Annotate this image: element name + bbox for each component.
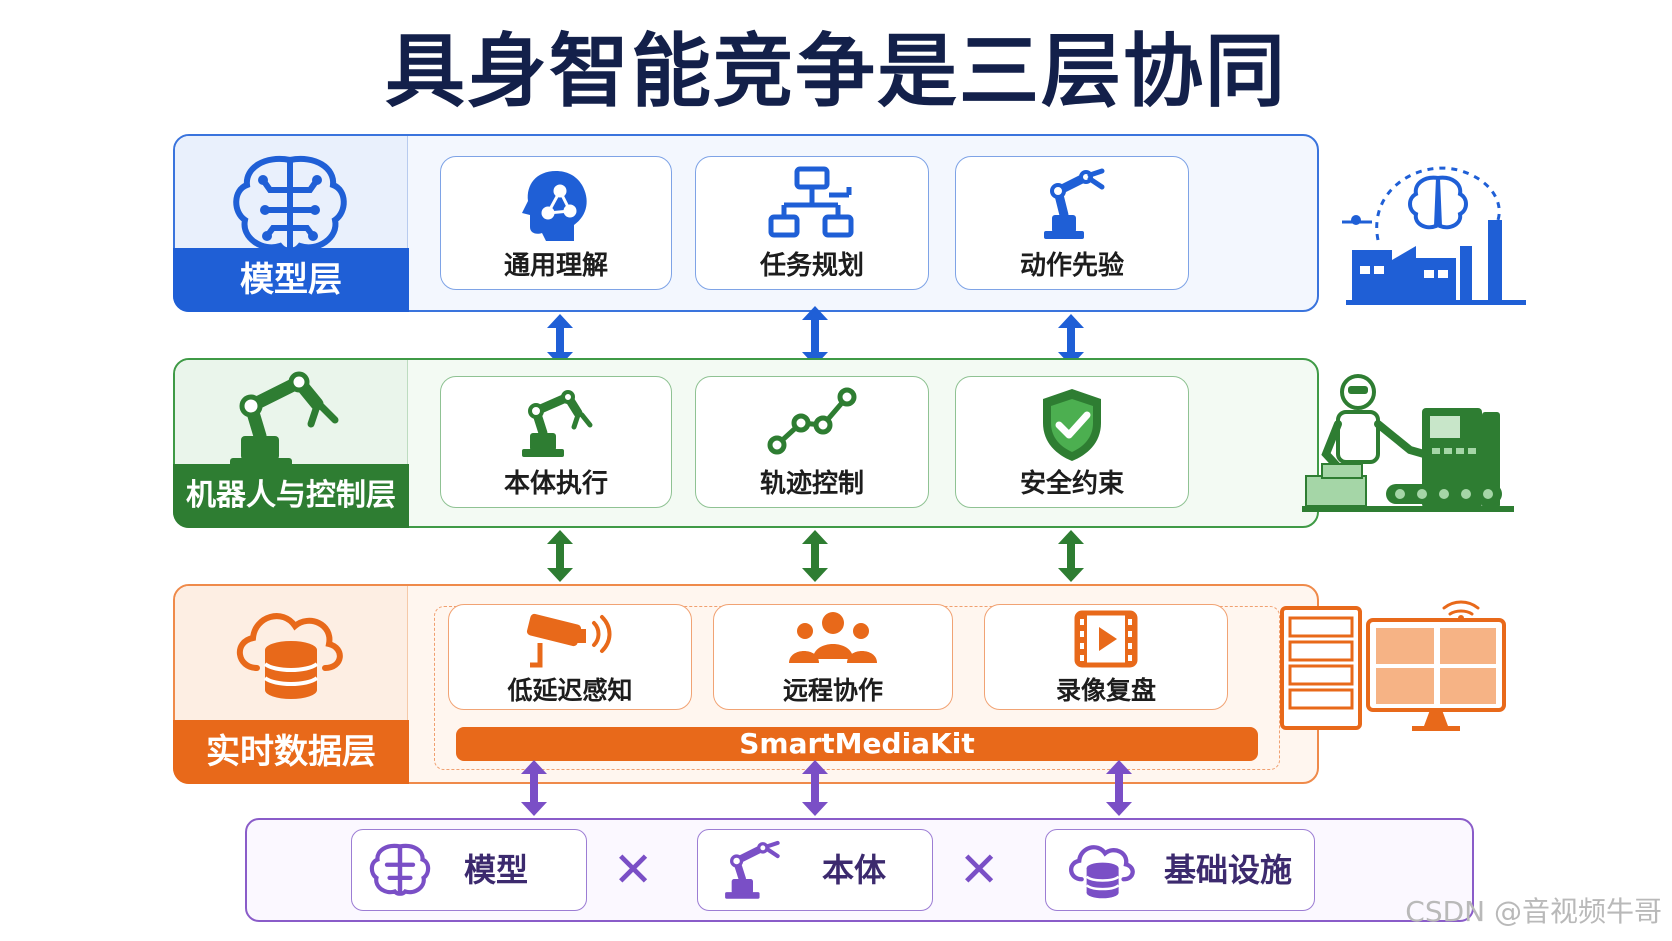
watermark: CSDN @音视频牛哥 [1405, 895, 1662, 928]
arrow-bidirectional [802, 760, 828, 816]
humanoid-machine-icon [1302, 374, 1514, 512]
card-label: 远程协作 [782, 676, 883, 705]
arrow-bidirectional [802, 530, 828, 582]
card-label: 低延迟感知 [507, 676, 633, 705]
card-recording-review: 录像复盘 [984, 604, 1228, 710]
card-action-prior: 动作先验 [955, 156, 1189, 290]
arrow-bidirectional [1058, 314, 1084, 366]
card-general-understanding: 通用理解 [440, 156, 672, 290]
card-label: 任务规划 [759, 251, 864, 281]
arrow-bidirectional [547, 314, 573, 366]
robot-arm-icon [1044, 168, 1105, 239]
synergy-label: 模型 [464, 851, 529, 889]
cloud-database-icon [1069, 845, 1135, 899]
card-label: 轨迹控制 [759, 469, 864, 499]
cloud-database-icon [236, 613, 343, 699]
shield-check-icon [1043, 389, 1101, 461]
layer-tag-robot: 机器人与控制层 [173, 464, 409, 528]
card-label: 录像复盘 [1055, 676, 1156, 705]
server-monitor-icon [1280, 600, 1506, 731]
card-safety-constraint: 安全约束 [955, 376, 1189, 508]
card-low-latency-perception: 低延迟感知 [448, 604, 692, 710]
trajectory-icon [767, 387, 857, 455]
smartmediakit-bar: SmartMediaKit [456, 727, 1258, 761]
card-label: 本体执行 [503, 469, 608, 499]
arrow-bidirectional [1058, 530, 1084, 582]
factory-ai-icon [1342, 166, 1526, 305]
card-label: 安全约束 [1019, 469, 1124, 499]
page-title: 具身智能竞争是三层协同 [385, 25, 1287, 118]
card-remote-collaboration: 远程协作 [713, 604, 953, 710]
card-body-execution: 本体执行 [440, 376, 672, 508]
team-icon [789, 612, 877, 663]
synergy-item-infrastructure: 基础设施 [1045, 829, 1315, 911]
arrow-bidirectional [521, 760, 547, 816]
synergy-label: 本体 [822, 851, 887, 889]
card-label: 动作先验 [1019, 251, 1124, 281]
synergy-item-body: 本体 [697, 829, 933, 911]
synergy-label: 基础设施 [1164, 851, 1293, 889]
layer-tag-model: 模型层 [173, 248, 409, 312]
times-operator: ✕ [613, 842, 654, 898]
robot-control-layer: 机器人与控制层 本体执行 轨迹控制 安全约束 [173, 358, 1319, 528]
card-label: 通用理解 [503, 251, 608, 281]
model-layer: 模型层 通用理解 任务规划 动作先验 [173, 134, 1319, 312]
arrow-bidirectional [1106, 760, 1132, 816]
camera-icon [526, 613, 612, 668]
synergy-row: 模型 ✕ 本体 ✕ 基础设施 [245, 818, 1474, 922]
flowchart-icon [768, 166, 854, 238]
layer-tag-data: 实时数据层 [173, 720, 409, 784]
brain-icon [369, 843, 431, 896]
card-task-planning: 任务规划 [695, 156, 929, 290]
robot-arm-icon [522, 390, 593, 457]
head-network-icon [522, 171, 587, 241]
robot-arm-icon [725, 840, 780, 899]
card-trajectory-control: 轨迹控制 [695, 376, 929, 508]
brain-icon [233, 155, 347, 254]
synergy-item-model: 模型 [351, 829, 587, 911]
arrow-bidirectional [802, 306, 828, 366]
times-operator: ✕ [959, 842, 1000, 898]
video-icon [1074, 610, 1138, 668]
arrow-bidirectional [547, 530, 573, 582]
